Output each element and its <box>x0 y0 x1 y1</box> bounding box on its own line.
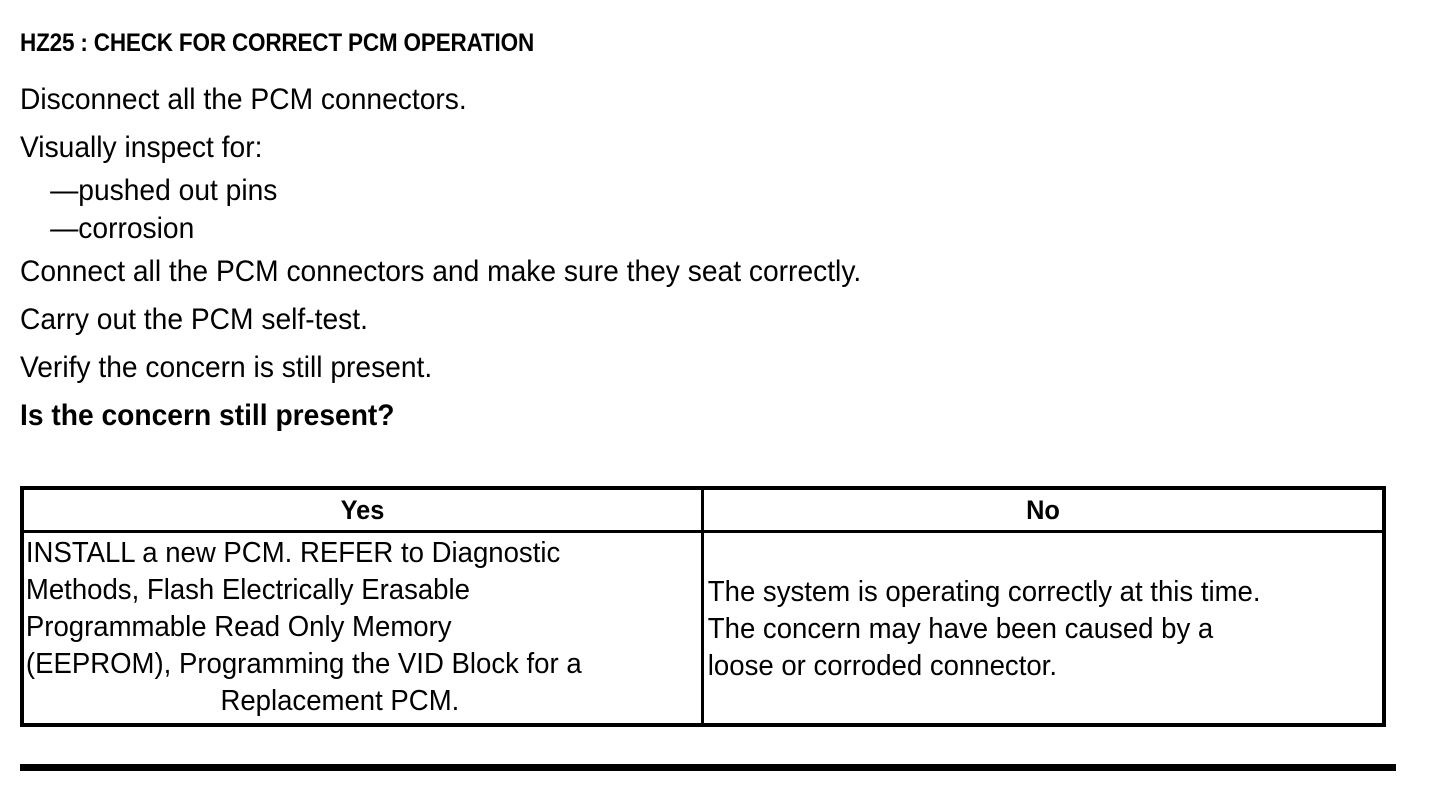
instruction-line-4: Carry out the PCM self-test. <box>20 303 368 336</box>
no-action-body: The system is operating correctly at thi… <box>704 533 1382 723</box>
no-action-line-2: The concern may have been caused by a <box>707 612 1214 645</box>
table-header-label-no: No <box>1026 494 1060 525</box>
table-header-label-yes: Yes <box>340 494 385 525</box>
yes-action-line-4: (EEPROM), Programming the VID Block for … <box>25 648 582 680</box>
instruction-line-3: Connect all the PCM connectors and make … <box>20 255 862 288</box>
yes-action-text: INSTALL a new PCM. REFER to Diagnostic M… <box>24 533 667 720</box>
decision-table: Yes No INSTALL a new PCM. REFER to Diagn… <box>20 486 1386 727</box>
yes-action-line-3: Programmable Read Only Memory <box>25 611 452 643</box>
no-action-line-3: loose or corroded connector. <box>707 649 1057 682</box>
table-cell-yes-action: INSTALL a new PCM. REFER to Diagnostic M… <box>24 533 701 723</box>
instruction-line-5: Verify the concern is still present. <box>20 351 433 384</box>
instruction-line-1: Disconnect all the PCM connectors. <box>20 83 467 116</box>
table-row: INSTALL a new PCM. REFER to Diagnostic M… <box>24 533 1382 723</box>
table-header-cell-no: No <box>701 490 1382 530</box>
page-title: HZ25 : CHECK FOR CORRECT PCM OPERATION <box>20 29 535 57</box>
table-cell-no-action: The system is operating correctly at thi… <box>701 533 1382 723</box>
yes-action-line-1: INSTALL a new PCM. REFER to Diagnostic <box>25 537 561 569</box>
yes-action-line-5: Replacement PCM. <box>220 685 460 717</box>
table-header-cell-yes: Yes <box>24 490 701 530</box>
instruction-line-2: Visually inspect for: <box>20 131 263 164</box>
instruction-bullet-corrosion: —corrosion <box>50 212 195 245</box>
yes-action-line-2: Methods, Flash Electrically Erasable <box>25 574 470 606</box>
no-action-text: The system is operating correctly at thi… <box>704 572 1261 685</box>
instruction-bullet-pushed-out-pins: —pushed out pins <box>50 174 278 207</box>
decision-question: Is the concern still present? <box>20 399 395 432</box>
no-action-line-1: The system is operating correctly at thi… <box>707 575 1261 608</box>
instruction-list: Disconnect all the PCM connectors. Visua… <box>20 76 1420 440</box>
page-bottom-rule <box>20 764 1396 771</box>
table-header-row: Yes No <box>24 490 1382 533</box>
